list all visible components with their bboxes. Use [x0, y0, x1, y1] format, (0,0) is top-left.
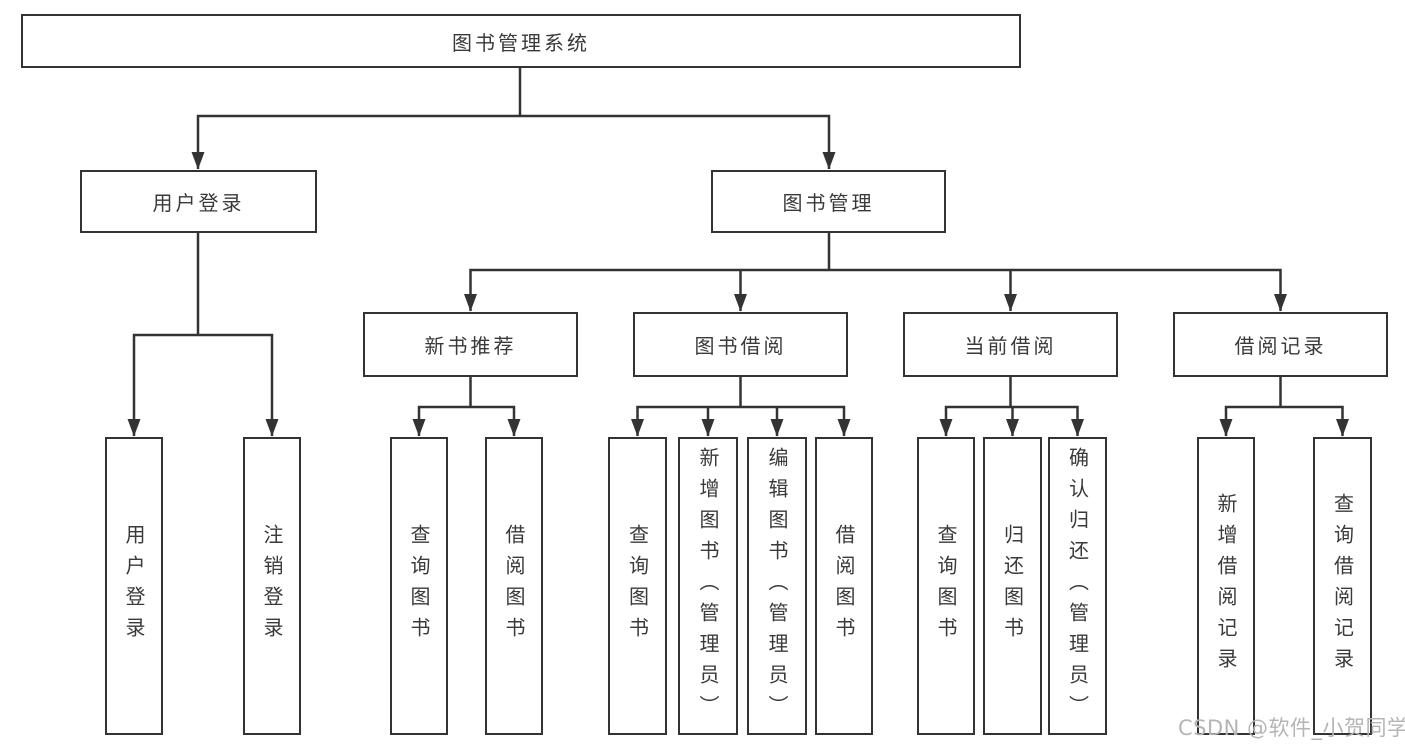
leaf-bb-borrow-books-label: 借阅图书	[832, 524, 856, 648]
leaf-bb-add-books-admin: 新增图书（管理员）	[678, 437, 738, 735]
leaf-bb-query-books: 查询图书	[608, 437, 667, 735]
leaf-logout-label: 注销登录	[260, 524, 284, 648]
leaf-user-login-label: 用户登录	[122, 524, 146, 648]
leaf-br-query-record-label: 查询借阅记录	[1330, 493, 1355, 679]
node-new-book-recommend-label: 新书推荐	[424, 334, 517, 358]
leaf-bb-borrow-books: 借阅图书	[815, 437, 873, 735]
leaf-bb-edit-books-admin: 编辑图书（管理员）	[747, 437, 807, 735]
leaf-cb-return-books: 归还图书	[983, 437, 1042, 735]
node-book-borrow: 图书借阅	[633, 312, 848, 377]
leaf-user-login: 用户登录	[105, 437, 163, 735]
node-borrow-records: 借阅记录	[1173, 312, 1388, 377]
node-book-borrow-label: 图书借阅	[694, 334, 787, 358]
node-new-book-recommend: 新书推荐	[363, 312, 578, 377]
leaf-logout: 注销登录	[243, 437, 301, 735]
leaf-bb-add-books-admin-label: 新增图书（管理员）	[696, 446, 720, 726]
leaf-br-query-record: 查询借阅记录	[1313, 437, 1372, 735]
node-current-borrow-label: 当前借阅	[964, 334, 1057, 358]
leaf-bb-edit-books-admin-label: 编辑图书（管理员）	[765, 446, 789, 726]
node-current-borrow: 当前借阅	[903, 312, 1118, 377]
node-borrow-records-label: 借阅记录	[1234, 334, 1327, 358]
leaf-nbr-borrow-books-label: 借阅图书	[502, 524, 526, 648]
leaf-cb-confirm-return-admin-label: 确认归还（管理员）	[1065, 446, 1090, 726]
leaf-bb-query-books-label: 查询图书	[625, 524, 650, 648]
node-user-login-label: 用户登录	[152, 191, 245, 215]
node-library-system-label: 图书管理系统	[452, 30, 590, 55]
leaf-nbr-query-books: 查询图书	[390, 437, 448, 735]
node-book-management-label: 图书管理	[782, 191, 875, 215]
leaf-cb-return-books-label: 归还图书	[1000, 524, 1025, 648]
leaf-br-add-record: 新增借阅记录	[1197, 437, 1255, 735]
leaf-cb-confirm-return-admin: 确认归还（管理员）	[1048, 437, 1107, 735]
csdn-watermark: CSDN @软件_小贺同学	[1178, 716, 1405, 740]
node-library-system: 图书管理系统	[21, 14, 1021, 68]
node-user-login: 用户登录	[80, 170, 317, 233]
leaf-cb-query-books-label: 查询图书	[934, 524, 958, 648]
leaf-cb-query-books: 查询图书	[917, 437, 975, 735]
leaf-nbr-borrow-books: 借阅图书	[485, 437, 543, 735]
leaf-nbr-query-books-label: 查询图书	[407, 524, 431, 648]
node-book-management: 图书管理	[711, 170, 946, 233]
leaf-br-add-record-label: 新增借阅记录	[1214, 493, 1238, 679]
